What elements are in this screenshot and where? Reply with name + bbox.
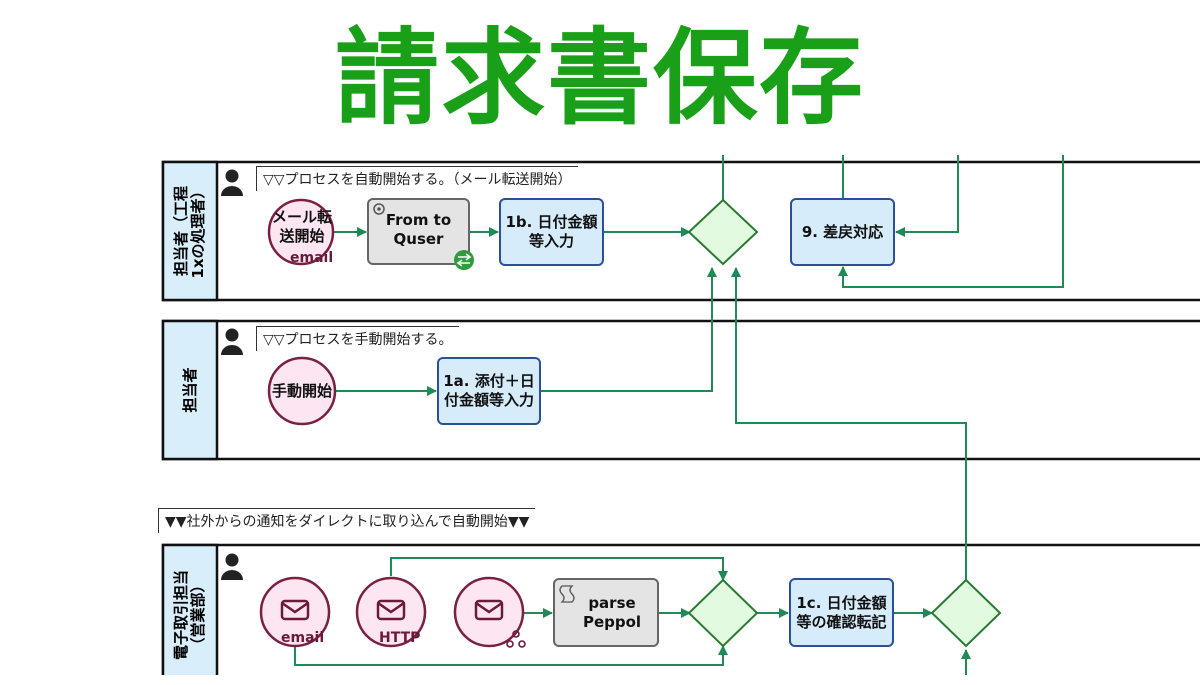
task-1b-label: 1b. 日付金額 等入力 <box>505 213 598 250</box>
parse-peppol-label: parse Peppol <box>582 594 642 631</box>
gateway-lane3-a[interactable] <box>687 578 759 648</box>
person-icon <box>221 328 243 355</box>
mail-forward-start-event[interactable] <box>267 198 335 266</box>
task-1a[interactable] <box>437 357 541 425</box>
from-quser-label: From to Quser <box>385 211 452 248</box>
envelope-icon <box>474 599 504 621</box>
lane-1-banner: ▽▽プロセスを自動開始する。（メール転送開始） <box>256 166 578 191</box>
from-quser-service-task[interactable] <box>367 198 470 265</box>
parse-peppol-script-task[interactable] <box>553 578 659 647</box>
mail-forward-label: メール転 送開始 <box>271 208 332 245</box>
task-9-label: 9. 差戻対応 <box>801 222 884 241</box>
gateway-lane3-b[interactable] <box>930 578 1002 648</box>
lane-2-label: 担当者 <box>180 367 199 413</box>
manual-start-label: 手動開始 <box>271 381 332 400</box>
manual-start-event[interactable] <box>267 356 337 426</box>
task-1b[interactable] <box>499 198 604 266</box>
exchange-icon <box>454 250 474 270</box>
mail-forward-sub-label: email <box>290 250 334 266</box>
page-title: 請求書保存 <box>334 17 865 139</box>
external-banner: ▼▼社外からの通知をダイレクトに取り込んで自動開始▼▼ <box>158 508 536 533</box>
script-icon <box>559 585 575 603</box>
gateway-lane1[interactable] <box>687 198 759 266</box>
task-1a-label: 1a. 添付＋日 付金額等入力 <box>443 372 535 409</box>
lane-2-banner: ▽▽プロセスを手動開始する。 <box>256 326 459 351</box>
http-start-label: HTTP <box>379 630 421 646</box>
lane-3-label: 電子取引担当 （営業部） <box>172 570 207 661</box>
person-icon <box>221 553 243 580</box>
lane-1-label: 担当者（工程 1xの処理者） <box>172 183 207 279</box>
task-1c[interactable] <box>789 578 894 647</box>
sequence-flows <box>294 155 1064 675</box>
email-start-label: email <box>281 630 325 646</box>
envelope-icon <box>280 599 310 621</box>
task-1c-label: 1c. 日付金額 等の確認転記 <box>796 593 887 631</box>
person-icon <box>221 169 243 196</box>
webhook-icon <box>506 630 526 648</box>
envelope-icon <box>376 599 406 621</box>
task-9[interactable] <box>790 198 895 266</box>
gear-icon <box>373 203 385 215</box>
